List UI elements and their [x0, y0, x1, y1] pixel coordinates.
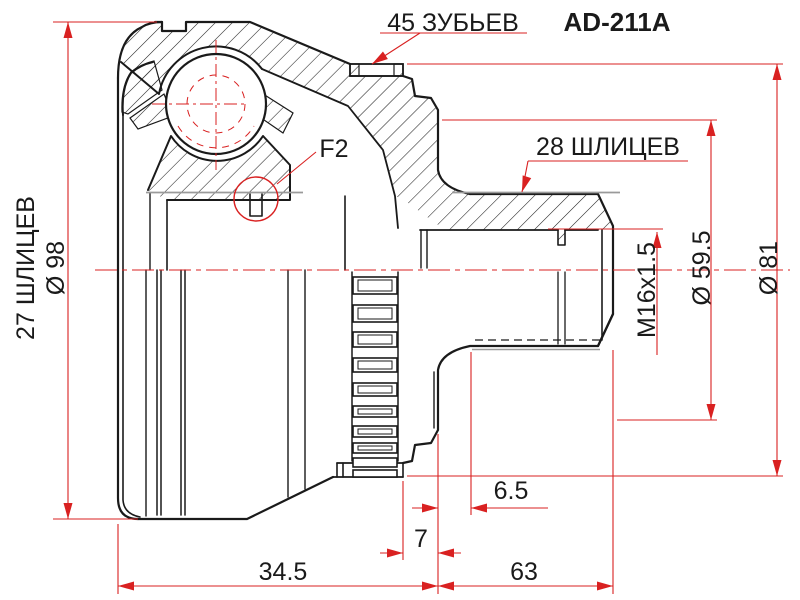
dimension-arrowheads	[63, 22, 782, 591]
dimension-lines	[53, 21, 783, 594]
bell-exterior-bottom-outline	[136, 269, 615, 521]
part-number-label: AD-211A	[564, 7, 671, 37]
abs-tone-ring-windows	[352, 276, 398, 478]
abs-tone-ring-section	[349, 63, 404, 77]
dim-thread: M16x1.5	[633, 242, 661, 338]
teeth-count-callout: 45 ЗУБЬЕВ	[387, 9, 519, 37]
detail-f2-label: F2	[319, 135, 348, 163]
race-track-dashed-arc	[177, 125, 255, 149]
dim-hub-od: Ø 98	[42, 241, 70, 295]
dim-collar-width: 6.5	[494, 477, 529, 505]
dim-groove-width: 7	[414, 525, 428, 553]
hub-splines-callout: 27 ШЛИЦЕВ	[12, 196, 40, 340]
ball-race-dashed-circle	[186, 74, 246, 134]
detail-f2-circle	[233, 176, 279, 222]
dim-shaft-length: 63	[510, 558, 538, 586]
dim-ring-od: Ø 81	[755, 241, 783, 295]
dim-shoulder-dia: Ø 59.5	[688, 230, 716, 305]
centerlines	[95, 40, 790, 271]
shaft-splines-callout: 28 ШЛИЦЕВ	[536, 133, 680, 161]
dim-bell-length: 34.5	[259, 558, 308, 586]
